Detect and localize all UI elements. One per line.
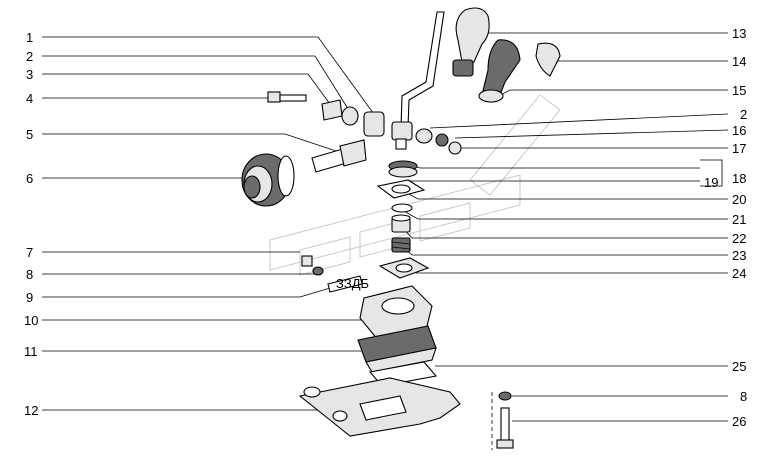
bracket [321,99,343,121]
washer-16 [435,133,449,147]
screw [301,255,313,267]
callout-10: 10 [24,313,38,328]
callout-8-right: 8 [740,389,747,404]
callout-6: 6 [26,171,33,186]
bolt [267,91,307,103]
callout-15: 15 [732,83,746,98]
washer-8-right [498,391,512,401]
callout-5: 5 [26,127,33,142]
leader-18-bracket [700,159,723,187]
callout-24: 24 [732,266,746,281]
leader-16 [454,129,729,139]
leader-18 [407,163,700,169]
spring [391,237,411,253]
leader-21 [399,208,728,220]
callout-8: 8 [26,267,33,282]
gear-lever [391,11,445,150]
leader-20 [404,191,728,200]
callout-9: 9 [26,290,33,305]
rubber-boot [241,153,295,207]
callout-25: 25 [732,359,746,374]
callout-20: 20 [732,192,746,207]
part-label-plate: ЗЗДБ [327,275,369,293]
leader-23 [401,245,728,256]
callout-21: 21 [732,212,746,227]
bolt-26 [496,407,514,449]
knob-cap [535,42,561,77]
leader-24 [411,266,728,274]
leader-3 [42,73,331,105]
part-label-text: ЗЗДБ [336,276,369,291]
leader-15 [494,89,728,99]
callout-18: 18 [732,171,746,186]
leader-2-right [429,113,729,129]
leader-22 [399,224,728,239]
callout-11: 11 [24,344,38,359]
knob-boot [478,39,521,103]
callout-19: 19 [704,175,718,190]
flange-hole [391,184,411,194]
leader-1 [42,36,377,118]
cup [391,214,411,233]
spring-ring [388,160,418,178]
sleeve [363,111,385,137]
callout-13: 13 [732,26,746,41]
callout-7: 7 [26,245,33,260]
housing-base [357,325,437,373]
leader-9 [42,287,331,298]
callout-17: 17 [732,141,746,156]
callout-2-right: 2 [740,107,747,122]
callout-16: 16 [732,123,746,138]
callout-12: 12 [24,403,38,418]
housing-top [359,285,433,341]
selector-shaft [311,139,367,173]
callouts-left: 1 2 3 4 5 6 7 8 9 10 11 12 [24,30,38,418]
callouts-right: 13 14 15 2 16 17 18 19 20 21 22 23 24 25… [704,26,747,429]
callout-26: 26 [732,414,746,429]
callout-4: 4 [26,91,33,106]
nut-17 [448,141,462,155]
washer-8 [312,266,324,276]
callout-22: 22 [732,231,746,246]
bushing [341,106,359,126]
parts: ЗЗДБ [241,7,561,450]
base-plate [298,377,461,437]
callout-3: 3 [26,67,33,82]
leader-2-left [42,55,351,113]
callout-23: 23 [732,248,746,263]
callout-1: 1 [26,30,33,45]
lever-knob [452,7,490,77]
callout-14: 14 [732,54,746,69]
guide-hole [395,263,413,273]
leader-5 [42,133,346,155]
callout-2: 2 [26,49,33,64]
o-ring [391,203,413,213]
nut-right [415,128,433,144]
